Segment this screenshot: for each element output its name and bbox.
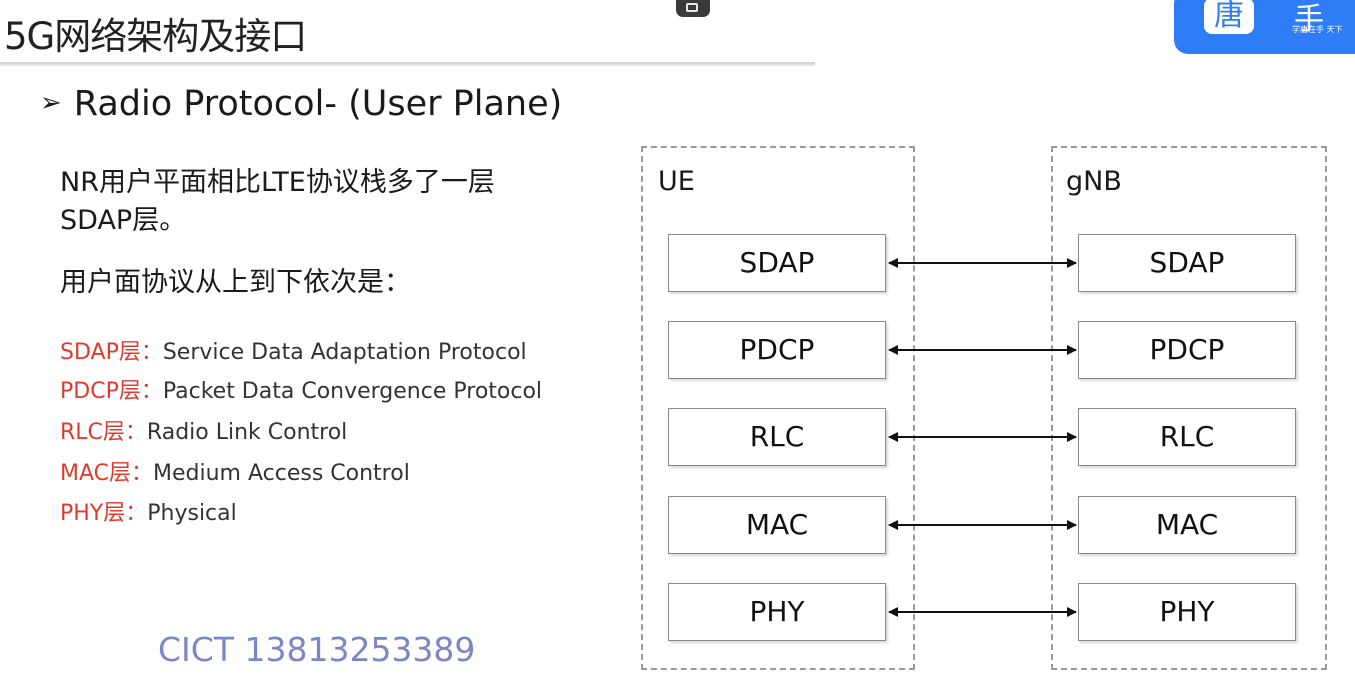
logo-mark: 唐 [1204, 0, 1254, 34]
layer-desc: Medium Access Control [153, 461, 410, 486]
gnb-label: gNB [1066, 166, 1122, 197]
page-title: 5G网络架构及接口 [4, 15, 307, 58]
ue-phy-box: PHY [668, 583, 886, 641]
gnb-pdcp-box: PDCP [1078, 321, 1296, 379]
logo-tagline: 学唐在手 天下 [1292, 25, 1343, 34]
gnb-phy-box: PHY [1078, 583, 1296, 641]
layer-desc: Service Data Adaptation Protocol [162, 340, 527, 365]
layer-item-sdap: SDAP层：Service Data Adaptation Protocol [60, 334, 527, 366]
description-line-2: SDAP层。 [60, 205, 187, 236]
brand-logo: 唐 手 学唐在手 天下 [1174, 0, 1355, 54]
watermark-text: CICT 13813253389 [158, 630, 476, 669]
subtitle-text: Radio Protocol- (User Plane) [73, 84, 563, 124]
gnb-mac-box: MAC [1078, 496, 1296, 554]
ue-sdap-box: SDAP [668, 234, 886, 292]
window-restore-icon[interactable] [676, 0, 710, 17]
layer-desc: Packet Data Convergence Protocol [162, 379, 543, 404]
description-line-3: 用户面协议从上到下依次是： [60, 267, 411, 298]
layer-item-phy: PHY层：Physical [60, 495, 237, 527]
bullet-arrow-icon: ➢ [40, 88, 62, 118]
ue-label: UE [658, 166, 695, 197]
layer-name: PHY层： [60, 501, 148, 526]
layer-item-pdcp: PDCP层：Packet Data Convergence Protocol [60, 373, 542, 405]
slide-subtitle: ➢ Radio Protocol- (User Plane) [40, 84, 562, 124]
gnb-sdap-box: SDAP [1078, 234, 1296, 292]
description-line-1: NR用户平面相比LTE协议栈多了一层 [60, 167, 495, 198]
ue-pdcp-box: PDCP [668, 321, 886, 379]
layer-desc: Physical [147, 501, 237, 526]
gnb-rlc-box: RLC [1078, 408, 1296, 466]
layer-desc: Radio Link Control [146, 420, 348, 445]
title-divider [0, 62, 815, 66]
layer-name: SDAP层： [60, 340, 163, 365]
ue-rlc-box: RLC [668, 408, 886, 466]
layer-item-rlc: RLC层：Radio Link Control [60, 414, 347, 446]
layer-name: RLC层： [60, 420, 147, 445]
layer-name: PDCP层： [60, 379, 163, 404]
logo-text: 手 [1294, 2, 1324, 37]
gnb-panel [1051, 146, 1327, 670]
layer-item-mac: MAC层：Medium Access Control [60, 455, 410, 487]
ue-mac-box: MAC [668, 496, 886, 554]
layer-name: MAC层： [60, 461, 154, 486]
ue-panel [641, 146, 915, 670]
